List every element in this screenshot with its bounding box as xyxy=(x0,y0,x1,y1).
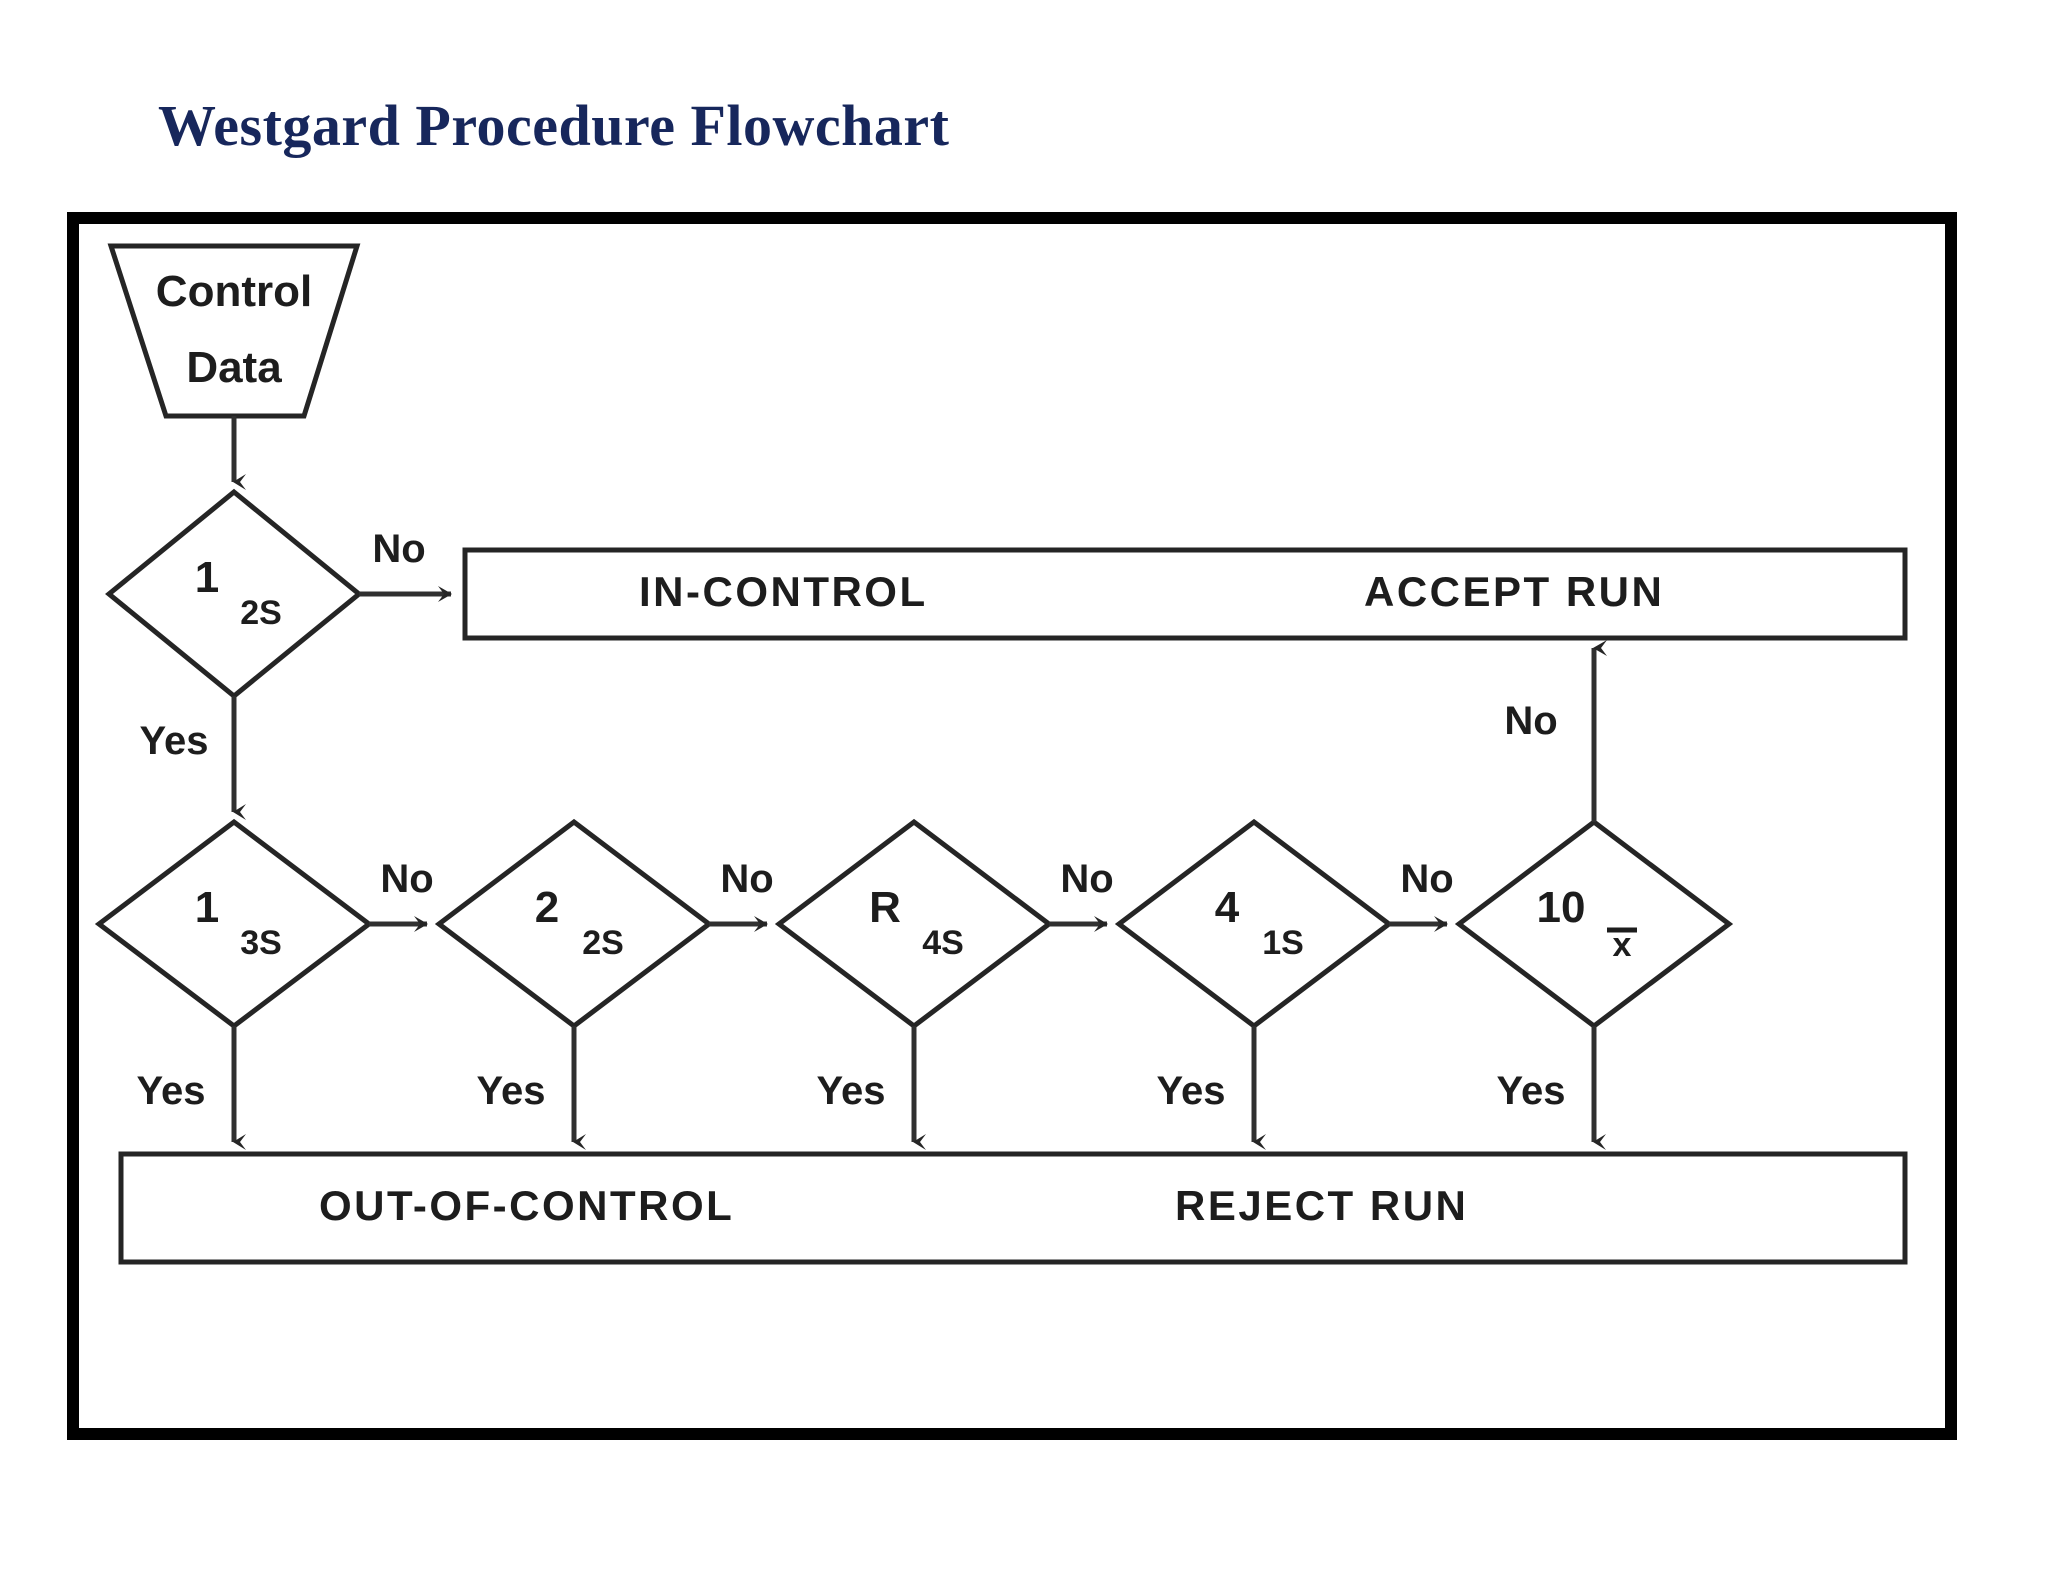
rule-10-xbar-main: 10 xyxy=(1537,883,1586,932)
out-of-control-label: OUT-OF-CONTROL xyxy=(319,1182,734,1229)
edge-label-ruler4s-yes: Yes xyxy=(817,1069,886,1113)
rule-r-4s-sub: 4S xyxy=(922,924,964,962)
edge-label-rule22s-no: No xyxy=(720,857,773,901)
edge-label-rule12s-yes: Yes xyxy=(140,719,209,763)
rule-1-2s-main: 1 xyxy=(195,553,219,602)
flowchart-canvas: Control Data 1 2S No IN-CONTROL ACCEPT R… xyxy=(94,243,1908,1265)
rule-r-4s-main: R xyxy=(869,883,901,932)
control-data-line2: Data xyxy=(186,343,282,392)
page-title: Westgard Procedure Flowchart xyxy=(158,93,950,158)
rule-2-2s-main: 2 xyxy=(535,883,559,932)
in-control-label: IN-CONTROL xyxy=(639,568,928,615)
edge-label-rule10xbar-no: No xyxy=(1504,699,1557,743)
node-out-of-control: OUT-OF-CONTROL REJECT RUN xyxy=(118,1151,1908,1265)
node-rule-r-4s: R 4S xyxy=(774,818,1054,1030)
reject-run-label: REJECT RUN xyxy=(1175,1182,1468,1229)
edge-label-rule41s-no: No xyxy=(1400,857,1453,901)
rule-4-1s-sub: 1S xyxy=(1262,924,1304,962)
rule-2-2s-sub: 2S xyxy=(582,924,624,962)
edge-label-ruler4s-no: No xyxy=(1060,857,1113,901)
flowchart-frame: Control Data 1 2S No IN-CONTROL ACCEPT R… xyxy=(67,212,1957,1440)
node-rule-2-2s: 2 2S xyxy=(434,818,714,1030)
node-rule-4-1s: 4 1S xyxy=(1114,818,1394,1030)
edge-label-rule12s-no: No xyxy=(372,527,425,571)
edge-label-rule13s-yes: Yes xyxy=(137,1069,206,1113)
node-in-control: IN-CONTROL ACCEPT RUN xyxy=(462,547,1908,641)
node-rule-1-2s: 1 2S xyxy=(105,488,363,700)
edge-label-rule10xbar-yes: Yes xyxy=(1497,1069,1566,1113)
node-rule-1-3s: 1 3S xyxy=(94,818,374,1030)
rule-1-2s-sub: 2S xyxy=(240,594,282,632)
edge-label-rule41s-yes: Yes xyxy=(1157,1069,1226,1113)
rule-1-3s-sub: 3S xyxy=(240,924,282,962)
edge-label-rule22s-yes: Yes xyxy=(477,1069,546,1113)
control-data-line1: Control xyxy=(156,267,312,316)
node-control-data: Control Data xyxy=(107,243,361,419)
edge-label-rule13s-no: No xyxy=(380,857,433,901)
rule-4-1s-main: 4 xyxy=(1215,883,1240,932)
rule-1-3s-main: 1 xyxy=(195,883,219,932)
node-rule-10-xbar: 10 x xyxy=(1454,818,1734,1030)
accept-run-label: ACCEPT RUN xyxy=(1364,568,1664,615)
rule-10-xbar-sub: x xyxy=(1613,926,1632,964)
